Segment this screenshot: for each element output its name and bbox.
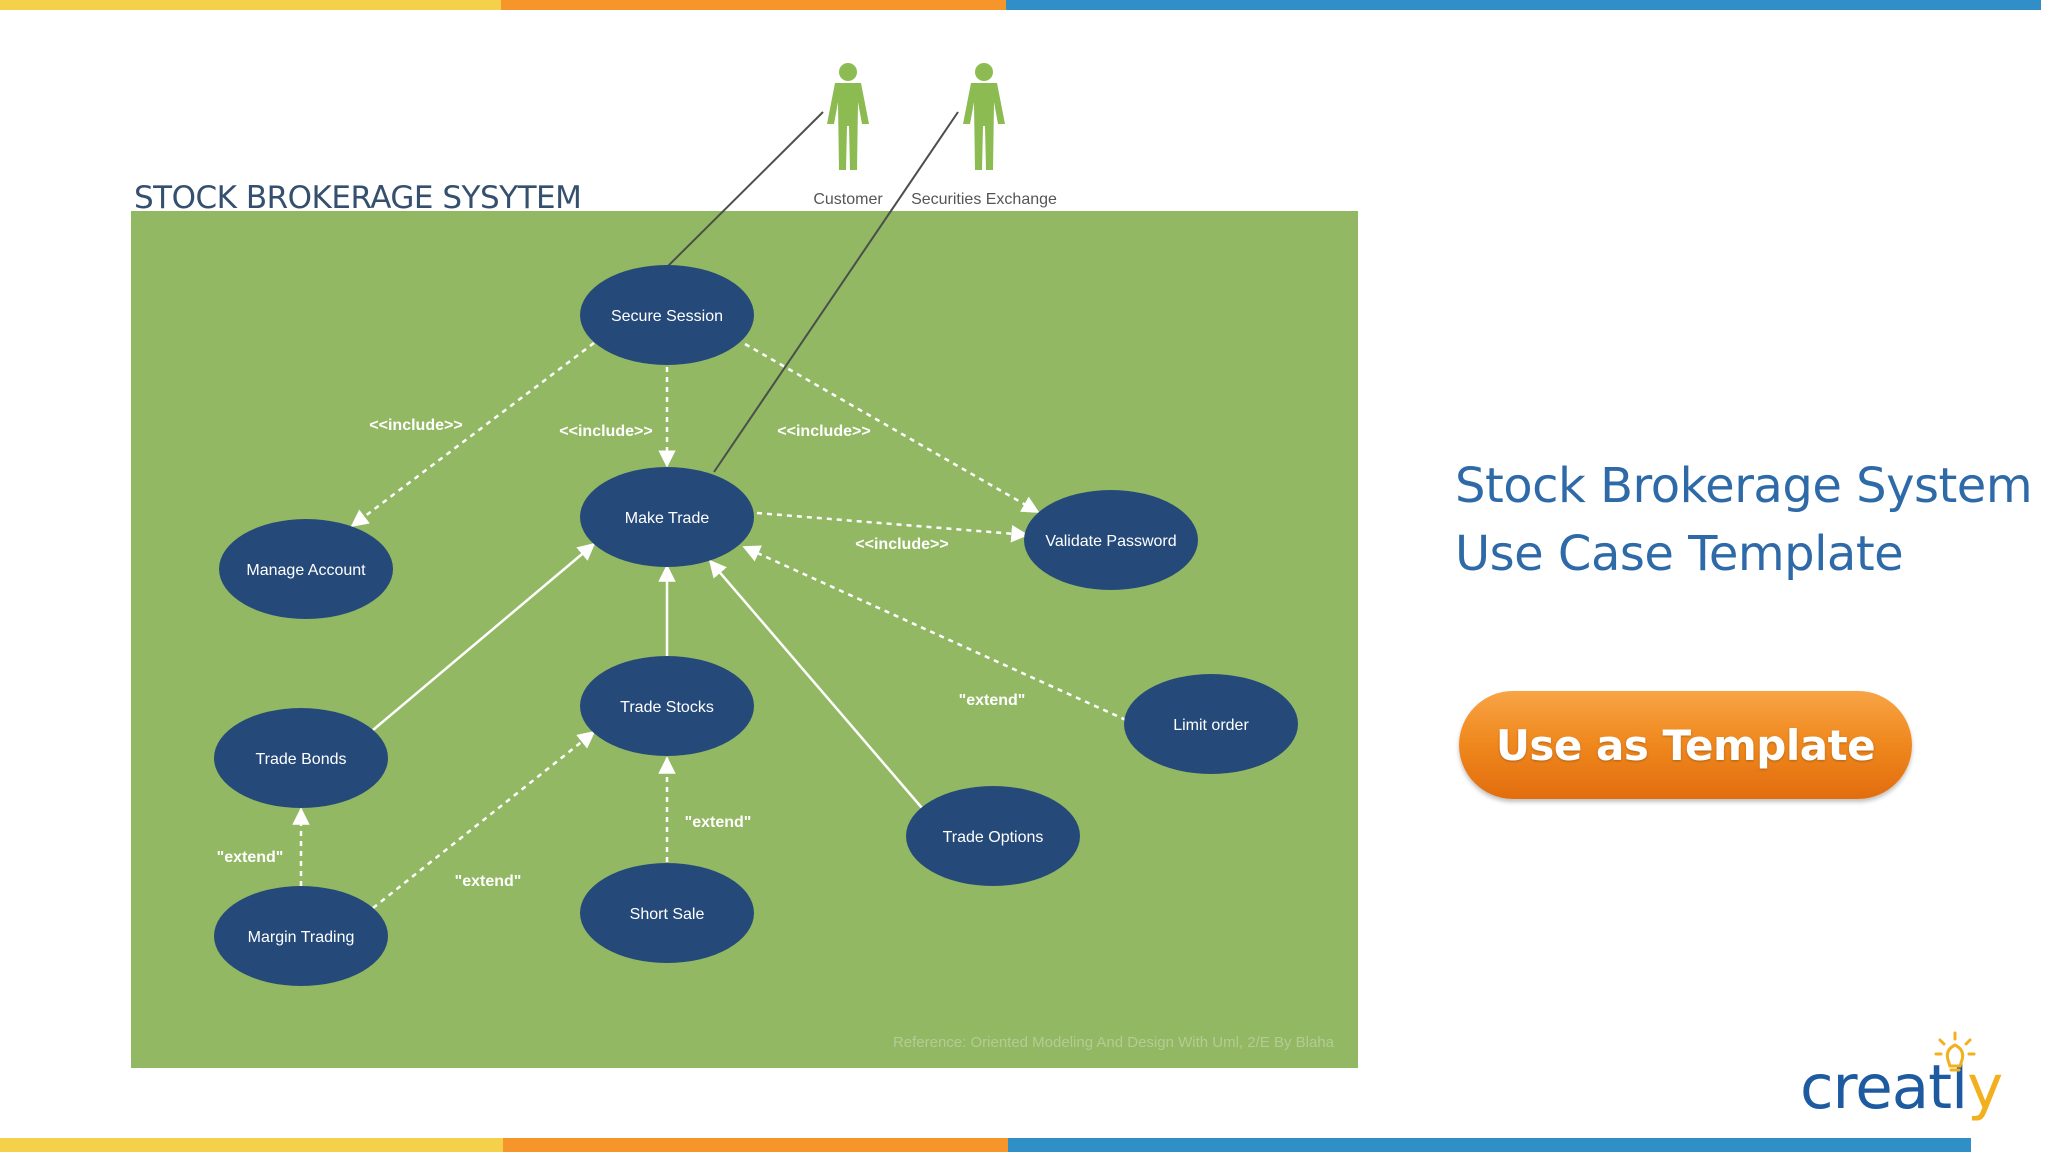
creately-logo[interactable]: creatly — [1800, 1052, 2003, 1123]
use-case-ellipse — [219, 519, 393, 619]
lightbulb-icon — [1934, 1031, 1976, 1072]
use-case-margin[interactable]: Margin Trading — [214, 886, 388, 986]
reference-text: Reference: Oriented Modeling And Design … — [893, 1034, 1335, 1051]
use-case-label: Margin Trading — [248, 929, 355, 946]
bottom-stripe-orange — [503, 1138, 1008, 1152]
top-stripe-blue — [1006, 0, 2041, 10]
use-case-ellipse — [1024, 490, 1198, 590]
bottom-stripe-yellow — [0, 1138, 503, 1152]
relation-include-secure-manage — [350, 342, 595, 528]
page-heading: Stock Brokerage System Use Case Template — [1455, 452, 2033, 588]
actor-label: Customer — [813, 191, 883, 208]
use-case-ellipse — [580, 265, 754, 365]
actor-label: Securities Exchange — [911, 191, 1057, 208]
use-case-label: Make Trade — [625, 510, 710, 527]
relation-label: <<include>> — [559, 423, 652, 440]
relation-include-secure-validate — [744, 342, 1040, 514]
use-case-ellipse — [1124, 674, 1298, 774]
logo-text-main: creatl — [1800, 1052, 1968, 1123]
use-case-label: Trade Bonds — [255, 751, 346, 768]
use-case-secure[interactable]: Secure Session — [580, 265, 754, 365]
use-case-manage[interactable]: Manage Account — [219, 519, 393, 619]
relation-label: <<include>> — [369, 417, 462, 434]
use-case-label: Trade Options — [943, 829, 1044, 846]
relation-label: "extend" — [217, 849, 284, 866]
relation-extend-margin-stocks — [372, 730, 596, 909]
use-case-label: Trade Stocks — [620, 699, 714, 716]
relation-association-exchange-make — [713, 111, 959, 473]
actor-exchange[interactable]: Securities Exchange — [911, 63, 1057, 208]
use-case-stocks[interactable]: Trade Stocks — [580, 656, 754, 756]
top-stripe-orange — [501, 0, 1006, 10]
use-case-label: Short Sale — [630, 906, 705, 923]
relation-association-customer-secure — [666, 111, 824, 268]
heading-line-2: Use Case Template — [1455, 526, 1904, 582]
relation-label: "extend" — [455, 873, 522, 890]
use-case-options[interactable]: Trade Options — [906, 786, 1080, 886]
use-case-make[interactable]: Make Trade — [580, 467, 754, 567]
relation-label: "extend" — [959, 692, 1026, 709]
use-case-short[interactable]: Short Sale — [580, 863, 754, 963]
actor-customer[interactable]: Customer — [813, 63, 883, 208]
use-as-template-button[interactable]: Use as Template — [1459, 691, 1912, 799]
logo-text-accent: y — [1967, 1052, 2003, 1123]
relation-label: <<include>> — [777, 423, 870, 440]
use-case-ellipse — [906, 786, 1080, 886]
diagram-title: STOCK BROKERAGE SYSYTEM — [134, 180, 582, 216]
person-icon — [827, 63, 869, 170]
top-stripe-yellow — [0, 0, 501, 10]
use-case-validate[interactable]: Validate Password — [1024, 490, 1198, 590]
use-case-label: Secure Session — [611, 308, 723, 325]
use-case-bonds[interactable]: Trade Bonds — [214, 708, 388, 808]
relation-generalization-bonds-make — [372, 542, 596, 731]
use-case-ellipse — [214, 886, 388, 986]
bottom-stripe-blue — [1008, 1138, 1971, 1152]
person-icon — [963, 63, 1005, 170]
relation-generalization-options-make — [708, 559, 923, 809]
use-case-ellipse — [580, 467, 754, 567]
use-case-ellipse — [580, 863, 754, 963]
use-case-limit[interactable]: Limit order — [1124, 674, 1298, 774]
use-case-label: Limit order — [1173, 717, 1249, 734]
use-case-ellipse — [214, 708, 388, 808]
relation-label: <<include>> — [855, 536, 948, 553]
use-case-ellipse — [580, 656, 754, 756]
use-case-label: Validate Password — [1045, 533, 1176, 550]
relation-label: "extend" — [685, 814, 752, 831]
heading-line-1: Stock Brokerage System — [1455, 458, 2033, 514]
use-case-label: Manage Account — [246, 562, 366, 579]
